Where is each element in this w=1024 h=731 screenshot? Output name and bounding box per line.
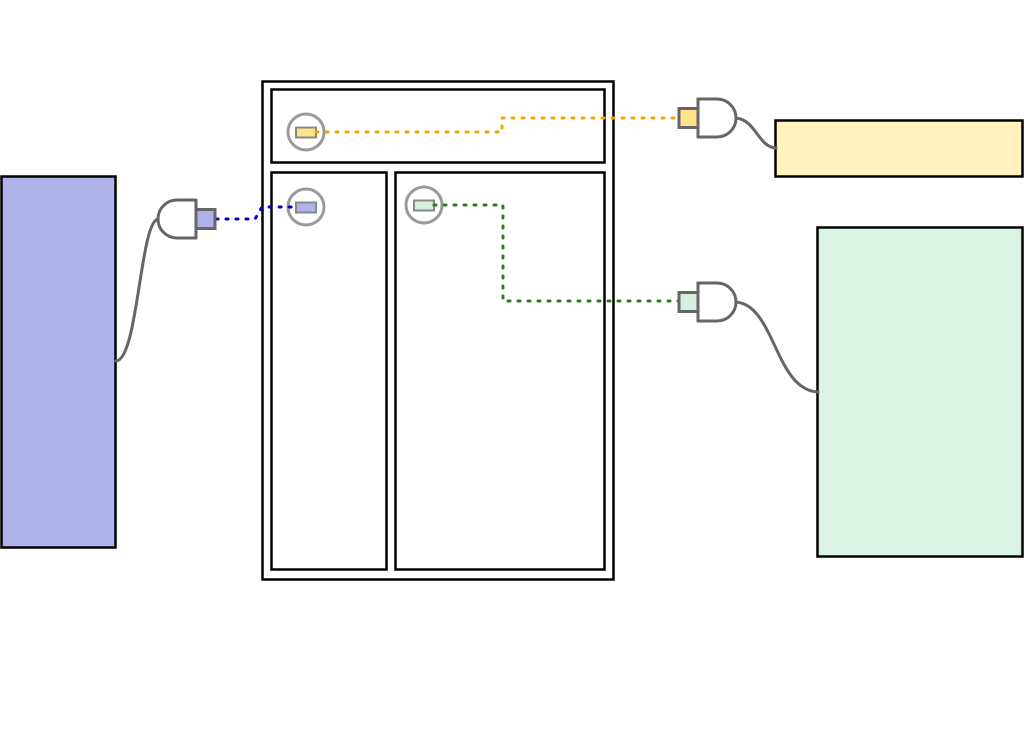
- cable-purple: [114, 217, 160, 363]
- purple-block: [0, 175, 117, 549]
- green-block: [816, 226, 1024, 558]
- socket-icon: [404, 185, 444, 225]
- plug-icon: [156, 198, 217, 240]
- wire-purple: [214, 205, 298, 221]
- yellow-block: [774, 119, 1024, 178]
- socket-icon: [286, 187, 326, 227]
- left-panel: [270, 171, 388, 571]
- wire-green: [432, 203, 682, 303]
- plug-icon: [677, 281, 738, 323]
- cable-green: [734, 300, 820, 394]
- right-panel: [394, 171, 606, 571]
- outer-frame: [261, 80, 615, 581]
- top-panel: [270, 88, 606, 164]
- plug-icon: [677, 97, 738, 139]
- cable-yellow: [734, 116, 778, 150]
- wire-yellow: [314, 116, 682, 134]
